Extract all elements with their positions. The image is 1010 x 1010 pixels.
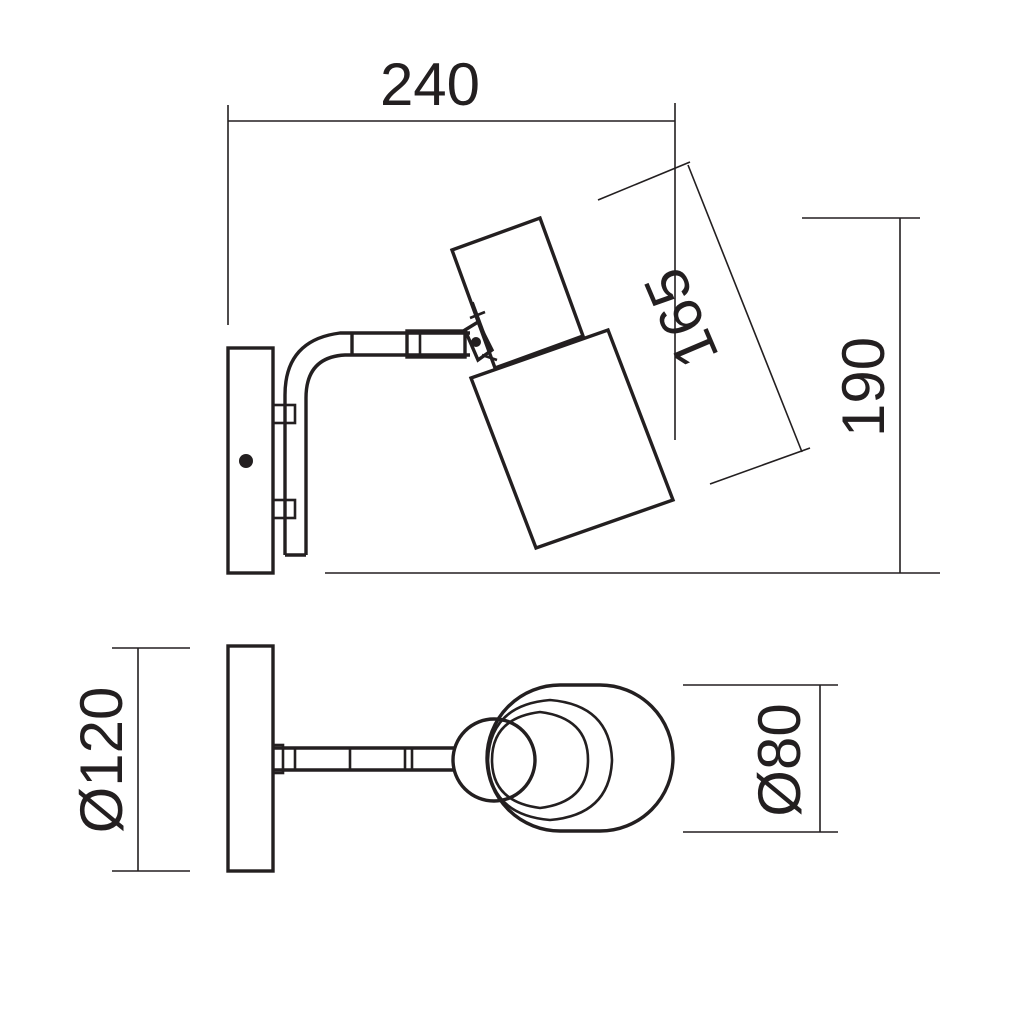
shade-length-dimension: 165 xyxy=(597,161,811,485)
base-diameter-label: Ø120 xyxy=(68,687,135,834)
shade-side xyxy=(449,215,676,551)
base-diameter-dimension: Ø120 xyxy=(68,647,190,872)
wall-plate-top xyxy=(226,644,275,873)
shade-diameter-dimension: Ø80 xyxy=(683,684,838,833)
height-dimension: 190 xyxy=(325,217,940,574)
shade-diameter-label: Ø80 xyxy=(746,703,813,816)
width-dimension: 240 xyxy=(227,51,676,440)
wall-plate-side xyxy=(226,346,275,575)
top-view: Ø120 Ø80 xyxy=(68,644,838,873)
joint-knuckle xyxy=(462,310,498,363)
height-label: 190 xyxy=(830,337,897,437)
side-view: 240 190 165 xyxy=(226,51,940,575)
shade-length-label: 165 xyxy=(631,259,732,377)
mounting-screw-dot xyxy=(239,454,253,468)
arm-side xyxy=(283,329,470,557)
width-label: 240 xyxy=(380,51,480,118)
shade-top xyxy=(451,683,675,833)
arm-top xyxy=(271,743,455,775)
